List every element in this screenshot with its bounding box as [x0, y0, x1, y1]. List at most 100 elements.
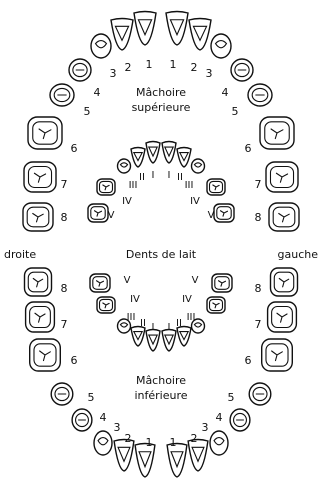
milk-upper-left-label-I: I: [168, 170, 171, 181]
lower-right-number-5: 5: [88, 391, 95, 404]
milk-lower-right-label-IV: IV: [130, 294, 140, 305]
upper-right-tooth-4: [69, 59, 91, 81]
milk-lower-left-label-V: V: [192, 275, 199, 286]
lower-right-number-7: 7: [61, 318, 68, 331]
milk-upper-left-label-V: V: [208, 210, 215, 221]
lower-left-tooth-5: [249, 383, 271, 405]
upper-right-tooth-3: [91, 34, 111, 58]
lower-left-tooth-6: [262, 339, 293, 371]
upper-right-tooth-8: [23, 203, 53, 231]
side-label-right: droite: [4, 248, 36, 261]
upper-left-number-6: 6: [245, 142, 252, 155]
upper-left-tooth-2: [189, 19, 211, 51]
upper-left-number-1: 1: [170, 58, 177, 71]
milk-upper-left-tooth-IV: [207, 179, 225, 195]
lower-left-number-7: 7: [255, 318, 262, 331]
lower-left-tooth-8: [271, 268, 298, 296]
milk-lower-left-tooth-IV: [207, 297, 225, 313]
milk-upper-left-tooth-I: [162, 142, 176, 164]
upper-left-number-2: 2: [191, 61, 198, 74]
milk-lower-left-tooth-II: [177, 327, 191, 347]
upper-right-number-3: 3: [110, 67, 117, 80]
lower-left-tooth-3: [210, 431, 228, 455]
lower-right-tooth-8: [25, 268, 52, 296]
milk-upper-right-tooth-III: [118, 159, 131, 173]
upper-left-tooth-4: [231, 59, 253, 81]
upper-right-tooth-2: [111, 19, 133, 51]
milk-upper-right-label-II: II: [139, 172, 145, 183]
milk-upper-right-tooth-II: [131, 148, 145, 168]
lower-right-tooth-6: [30, 339, 61, 371]
lower-left-tooth-7: [268, 302, 297, 332]
teeth-layer: [23, 12, 299, 478]
lower-left-number-5: 5: [228, 391, 235, 404]
lower-left-number-8: 8: [255, 282, 262, 295]
lower-left-tooth-4: [230, 409, 250, 431]
lower-right-tooth-4: [72, 409, 92, 431]
milk-lower-right-tooth-IV: [97, 297, 115, 313]
milk-lower-left-label-IV: IV: [182, 294, 192, 305]
upper-right-tooth-6: [28, 117, 62, 149]
lower-right-number-6: 6: [71, 354, 78, 367]
upper-jaw-label-line2: supérieure: [132, 101, 191, 114]
lower-right-tooth-7: [26, 302, 55, 332]
upper-left-tooth-1: [166, 12, 188, 46]
milk-upper-right-label-IV: IV: [122, 196, 132, 207]
milk-upper-right-label-III: III: [129, 180, 138, 191]
upper-left-number-5: 5: [232, 105, 239, 118]
milk-teeth-label: Dents de lait: [126, 248, 197, 261]
upper-right-number-5: 5: [84, 105, 91, 118]
milk-lower-right-tooth-V: [90, 274, 110, 292]
upper-right-number-2: 2: [125, 61, 132, 74]
milk-upper-right-tooth-V: [88, 204, 108, 222]
milk-upper-right-tooth-IV: [97, 179, 115, 195]
milk-lower-right-label-II: II: [140, 318, 146, 329]
lower-right-number-1: 1: [146, 436, 153, 449]
milk-upper-right-label-V: V: [108, 210, 115, 221]
lower-right-number-3: 3: [114, 421, 121, 434]
milk-upper-left-label-II: II: [177, 172, 183, 183]
upper-left-tooth-8: [269, 203, 299, 231]
lower-left-number-3: 3: [202, 421, 209, 434]
milk-lower-left-label-III: III: [187, 312, 196, 323]
milk-upper-left-tooth-V: [214, 204, 234, 222]
upper-left-tooth-7: [266, 162, 298, 192]
lower-right-number-4: 4: [100, 411, 107, 424]
upper-left-number-7: 7: [255, 178, 262, 191]
upper-right-tooth-5: [50, 84, 74, 106]
upper-right-number-7: 7: [61, 178, 68, 191]
milk-upper-right-label-I: I: [152, 170, 155, 181]
milk-lower-left-label-I: I: [168, 322, 171, 333]
upper-right-tooth-7: [24, 162, 56, 192]
milk-lower-right-label-I: I: [152, 322, 155, 333]
milk-upper-right-tooth-I: [146, 142, 160, 164]
milk-upper-left-label-III: III: [185, 180, 194, 191]
upper-right-tooth-1: [134, 12, 156, 46]
upper-right-number-4: 4: [94, 86, 101, 99]
upper-jaw-label-line1: Mâchoire: [136, 86, 186, 99]
lower-jaw-label-line2: inférieure: [134, 389, 187, 402]
milk-lower-right-label-III: III: [127, 312, 136, 323]
lower-right-tooth-3: [94, 431, 112, 455]
upper-left-tooth-6: [260, 117, 294, 149]
milk-upper-left-tooth-III: [192, 159, 205, 173]
upper-left-tooth-5: [248, 84, 272, 106]
lower-right-number-2: 2: [125, 432, 132, 445]
upper-left-number-8: 8: [255, 211, 262, 224]
milk-upper-left-label-IV: IV: [190, 196, 200, 207]
lower-right-number-8: 8: [61, 282, 68, 295]
milk-lower-left-tooth-V: [212, 274, 232, 292]
lower-jaw-label-line1: Mâchoire: [136, 374, 186, 387]
milk-lower-right-label-V: V: [124, 275, 131, 286]
lower-left-number-1: 1: [170, 436, 177, 449]
upper-left-tooth-3: [211, 34, 231, 58]
upper-left-number-3: 3: [206, 67, 213, 80]
upper-left-number-4: 4: [222, 86, 229, 99]
upper-right-number-8: 8: [61, 211, 68, 224]
lower-left-number-6: 6: [245, 354, 252, 367]
upper-right-number-1: 1: [146, 58, 153, 71]
milk-lower-right-tooth-II: [131, 327, 145, 347]
milk-upper-left-tooth-II: [177, 148, 191, 168]
milk-lower-left-label-II: II: [176, 318, 182, 329]
